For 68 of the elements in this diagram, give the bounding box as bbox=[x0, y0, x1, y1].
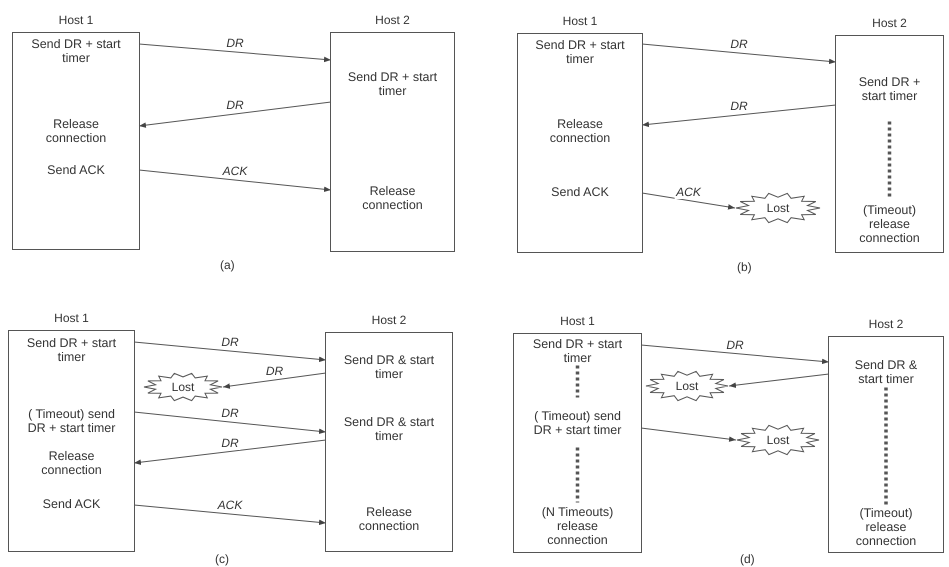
edge-label: DR bbox=[219, 436, 241, 450]
panel-caption: (d) bbox=[740, 552, 755, 566]
arrow bbox=[642, 44, 836, 64]
arrow bbox=[640, 344, 830, 364]
dotted-timeline bbox=[576, 366, 580, 398]
event-text: Send DR + start timer bbox=[518, 36, 642, 68]
arrow bbox=[134, 412, 326, 434]
event-text: Send ACK bbox=[518, 180, 642, 204]
event-text: Release connection bbox=[13, 114, 139, 148]
edge-label: ACK bbox=[216, 499, 244, 512]
lost-burst: Lost bbox=[736, 424, 820, 456]
dotted-timeline bbox=[888, 122, 892, 200]
host-label: Host 2 bbox=[868, 316, 904, 332]
event-text: Send DR & start timer bbox=[326, 352, 452, 382]
lost-burst: Lost bbox=[735, 192, 821, 224]
event-text: (N Timeouts) release connection bbox=[514, 502, 641, 548]
edge-label: DR bbox=[224, 99, 246, 112]
event-text: ( Timeout) send DR + start timer bbox=[514, 398, 641, 448]
edge-label: DR bbox=[219, 407, 241, 420]
arrow bbox=[728, 374, 830, 388]
edge-label: DR bbox=[724, 338, 746, 352]
host-label: Host 1 bbox=[53, 310, 90, 326]
edge-label: DR bbox=[728, 38, 750, 51]
event-text: (Timeout) release connection bbox=[829, 504, 943, 548]
panel-caption: (a) bbox=[220, 258, 235, 272]
lost-burst: Lost bbox=[645, 370, 729, 402]
dotted-timeline bbox=[576, 448, 580, 502]
arrow bbox=[134, 342, 326, 362]
event-text: ( Timeout) send DR + start timer bbox=[9, 398, 134, 444]
edge-label: ACK bbox=[674, 186, 703, 198]
event-text: Send DR + start timer bbox=[836, 56, 943, 122]
event-text: Send ACK bbox=[9, 494, 134, 514]
host-label: Host 2 bbox=[370, 312, 408, 328]
arrow bbox=[138, 170, 332, 192]
edge-label: DR bbox=[264, 365, 286, 378]
arrow bbox=[134, 440, 326, 465]
host-label: Host 2 bbox=[871, 15, 908, 31]
event-text: Release connection bbox=[331, 180, 454, 216]
event-text: Release connection bbox=[9, 448, 134, 478]
event-text: Send ACK bbox=[13, 158, 139, 182]
event-text: Send DR + start timer bbox=[514, 336, 641, 366]
arrow bbox=[138, 44, 332, 62]
host-label: Host 1 bbox=[559, 313, 596, 329]
arrow bbox=[138, 102, 332, 128]
event-text: Send DR & start timer bbox=[829, 356, 943, 388]
event-text: Release connection bbox=[518, 114, 642, 148]
arrow bbox=[222, 372, 326, 389]
event-text: Release connection bbox=[326, 504, 452, 534]
lost-burst: Lost bbox=[143, 372, 223, 402]
arrow bbox=[134, 504, 326, 526]
host-label: Host 1 bbox=[58, 12, 94, 28]
event-text: Send DR + start timer bbox=[13, 34, 139, 66]
edge-label: DR bbox=[728, 100, 750, 113]
arrow bbox=[642, 192, 736, 210]
dotted-timeline bbox=[884, 388, 888, 504]
panel-caption: (b) bbox=[737, 260, 752, 274]
event-text: (Timeout) release connection bbox=[836, 200, 943, 248]
event-text: Send DR + start timer bbox=[9, 334, 134, 366]
event-text: Send DR & start timer bbox=[326, 414, 452, 444]
edge-label: DR bbox=[219, 336, 241, 349]
event-text: Send DR + start timer bbox=[331, 56, 454, 112]
edge-label: DR bbox=[224, 37, 246, 50]
panel-caption: (c) bbox=[215, 552, 229, 566]
host-label: Host 2 bbox=[374, 12, 411, 28]
edge-label: ACK bbox=[220, 165, 250, 178]
arrow bbox=[640, 428, 736, 442]
arrow bbox=[642, 104, 836, 128]
host-label: Host 1 bbox=[562, 13, 598, 29]
